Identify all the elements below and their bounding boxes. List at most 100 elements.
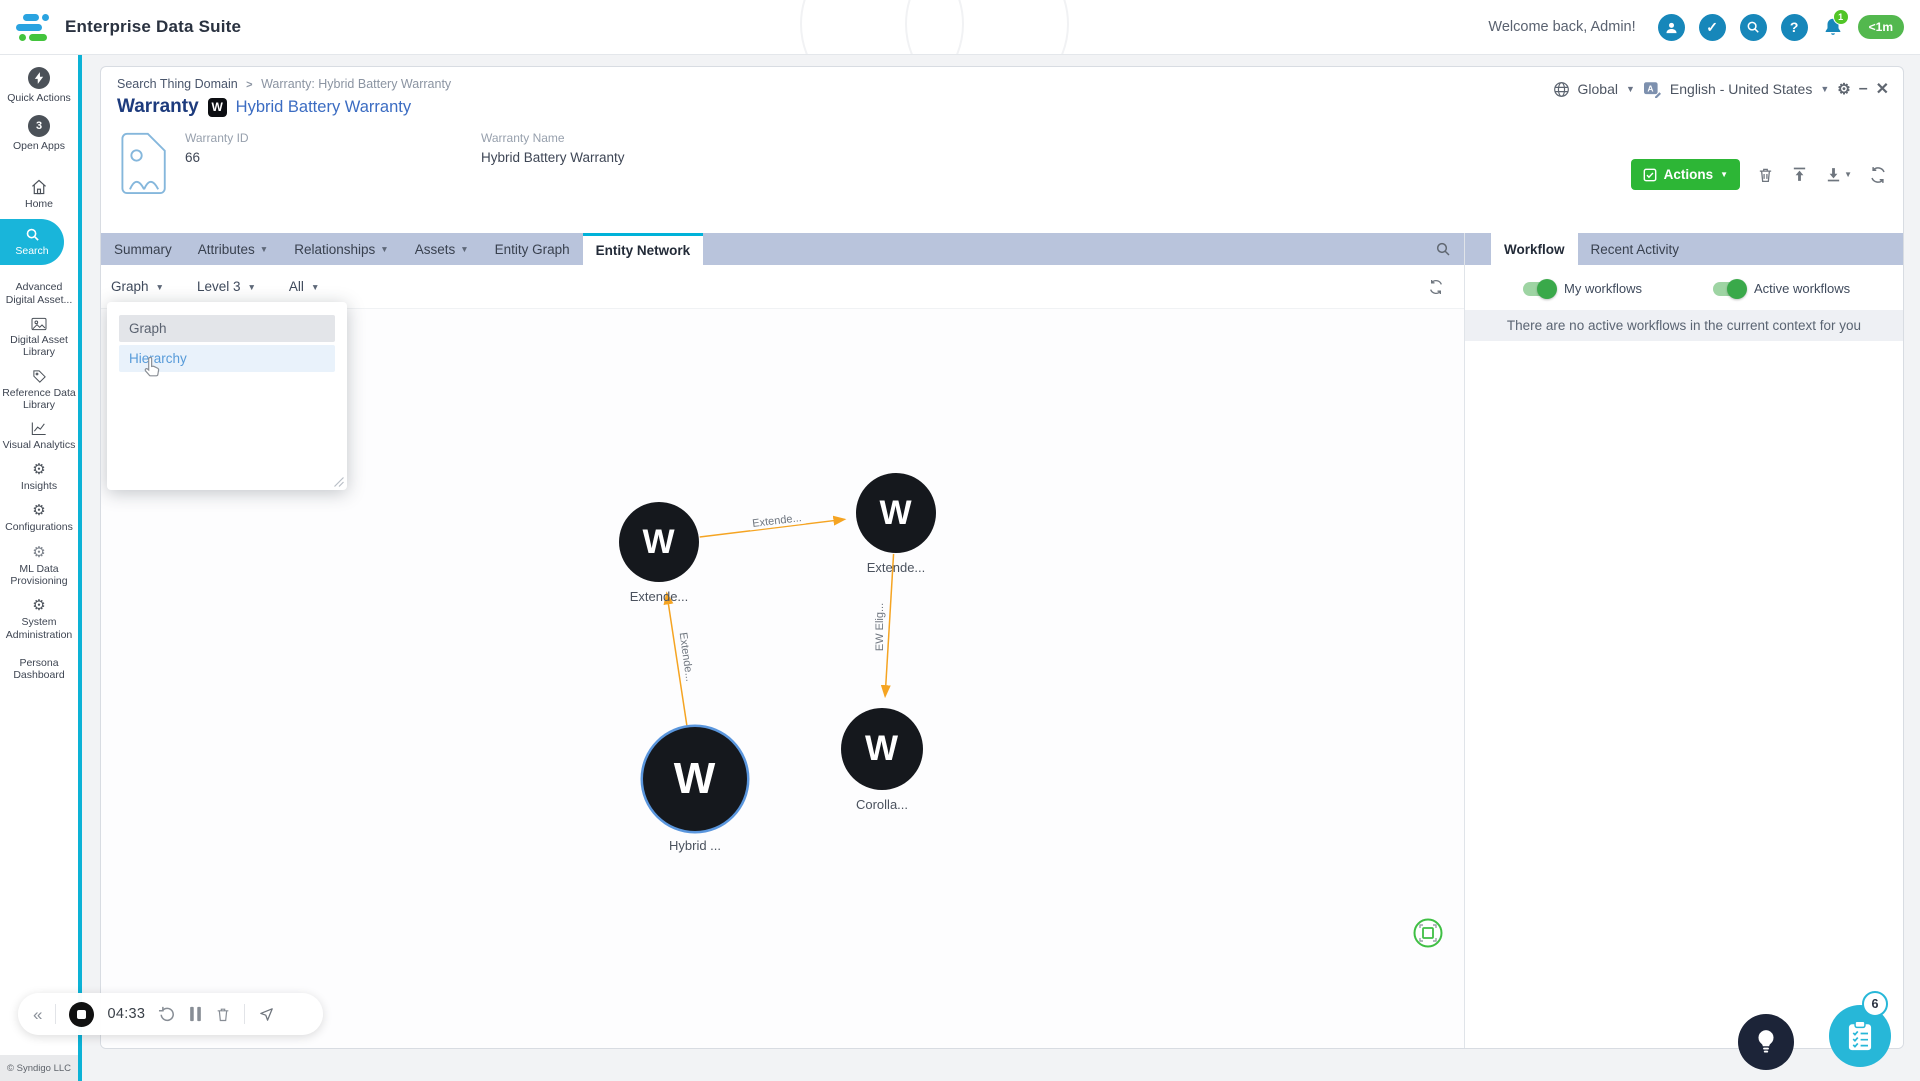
ideas-button[interactable] bbox=[1738, 1014, 1794, 1070]
settings-gear-icon[interactable]: ⚙ bbox=[1837, 81, 1851, 98]
copyright-footer: © Syndigo LLC bbox=[0, 1055, 78, 1081]
export-button[interactable] bbox=[1791, 166, 1808, 183]
menu-option-hierarchy[interactable]: Hierarchy bbox=[119, 345, 335, 372]
cursor-tool-button[interactable] bbox=[258, 1006, 275, 1023]
toggle-switch-on[interactable] bbox=[1713, 278, 1747, 299]
network-node[interactable]: W bbox=[841, 708, 923, 790]
tab-search-button[interactable] bbox=[1435, 241, 1451, 257]
left-sidebar: Quick Actions 3 Open Apps Home Search Ad… bbox=[0, 55, 78, 1081]
tab-summary[interactable]: Summary bbox=[114, 241, 172, 257]
entity-header: Search Thing Domain > Warranty: Hybrid B… bbox=[101, 67, 1903, 233]
region-selector[interactable]: Global bbox=[1577, 81, 1618, 97]
menu-option-graph[interactable]: Graph bbox=[119, 315, 335, 342]
sidebar-item-digital-asset-library[interactable]: Digital Asset Library bbox=[0, 317, 78, 359]
network-node[interactable]: W bbox=[856, 473, 936, 553]
stop-recording-button[interactable] bbox=[69, 1001, 95, 1027]
sidebar-item-insights[interactable]: ⚙ Insights bbox=[20, 460, 58, 492]
user-icon bbox=[1666, 22, 1677, 33]
lightning-icon bbox=[28, 67, 50, 89]
app-title: Enterprise Data Suite bbox=[65, 17, 242, 36]
image-placeholder-icon bbox=[121, 132, 166, 195]
level-dropdown[interactable]: Level 3▼ bbox=[196, 279, 256, 294]
question-icon: ? bbox=[1789, 19, 1799, 35]
network-node-label: Corolla... bbox=[855, 797, 909, 812]
import-button[interactable]: ▼ bbox=[1825, 166, 1852, 183]
app-logo[interactable] bbox=[16, 13, 49, 41]
active-workflows-toggle[interactable]: Active workflows bbox=[1713, 278, 1903, 299]
divider bbox=[244, 1004, 246, 1024]
actions-button[interactable]: Actions ▼ bbox=[1630, 159, 1741, 190]
approvals-button[interactable]: ✓ bbox=[1698, 13, 1726, 41]
my-workflows-toggle[interactable]: My workflows bbox=[1523, 278, 1713, 299]
notifications-button[interactable]: 1 bbox=[1822, 9, 1849, 39]
global-search-button[interactable] bbox=[1739, 13, 1767, 41]
language-selector[interactable]: English - United States bbox=[1669, 81, 1813, 97]
network-node[interactable]: W bbox=[619, 502, 699, 582]
pause-recording-button[interactable] bbox=[189, 1006, 202, 1022]
sidebar-item-advanced-digital-asset[interactable]: Advanced Digital Asset... bbox=[5, 281, 73, 306]
sidebar-item-system-administration[interactable]: ⚙ System Administration bbox=[5, 597, 73, 641]
sidebar-item-reference-data-library[interactable]: Reference Data Library bbox=[0, 369, 78, 412]
entity-name[interactable]: Hybrid Battery Warranty bbox=[235, 97, 412, 116]
field-warranty-id: Warranty ID 66 bbox=[185, 131, 249, 165]
tasks-count-badge: 6 bbox=[1862, 991, 1888, 1017]
sync-icon bbox=[1430, 279, 1442, 294]
close-icon[interactable]: ✕ bbox=[1875, 81, 1889, 98]
lightbulb-icon bbox=[1758, 1030, 1774, 1053]
toggle-switch-on[interactable] bbox=[1523, 278, 1557, 299]
chevron-down-icon[interactable]: ▼ bbox=[1820, 84, 1830, 94]
search-icon bbox=[1747, 21, 1759, 33]
edge-label: EW Elig... bbox=[874, 599, 886, 655]
refresh-network-button[interactable] bbox=[1428, 279, 1444, 295]
tab-recent-activity[interactable]: Recent Activity bbox=[1590, 241, 1680, 257]
chevron-down-icon[interactable]: ▼ bbox=[1625, 84, 1635, 94]
delete-recording-button[interactable] bbox=[215, 1006, 231, 1023]
view-mode-dropdown[interactable]: Graph▼ bbox=[111, 279, 164, 294]
recording-timer: 04:33 bbox=[107, 1006, 146, 1022]
tab-assets[interactable]: Assets▼ bbox=[414, 241, 469, 257]
check-icon: ✓ bbox=[1706, 18, 1718, 35]
svg-text:A: A bbox=[1647, 83, 1653, 93]
upload-icon bbox=[1793, 167, 1806, 181]
delete-entity-button[interactable] bbox=[1757, 166, 1774, 184]
collapse-recorder-button[interactable]: « bbox=[33, 1004, 43, 1024]
tab-attributes[interactable]: Attributes▼ bbox=[197, 241, 269, 257]
session-timer-pill[interactable]: <1m bbox=[1857, 15, 1904, 39]
search-icon bbox=[26, 228, 39, 241]
minimize-icon[interactable]: – bbox=[1858, 80, 1868, 97]
restart-icon bbox=[159, 1006, 175, 1022]
image-icon bbox=[31, 317, 47, 331]
breadcrumb-root[interactable]: Search Thing Domain bbox=[117, 77, 238, 91]
sidebar-item-visual-analytics[interactable]: Visual Analytics bbox=[3, 421, 75, 451]
sidebar-item-persona-dashboard[interactable]: Persona Dashboard bbox=[13, 657, 65, 682]
user-avatar[interactable] bbox=[1657, 13, 1685, 41]
tab-relationships[interactable]: Relationships▼ bbox=[294, 241, 389, 257]
workflow-panel-tabs: Workflow Recent Activity bbox=[1465, 233, 1903, 265]
chevron-down-icon: ▼ bbox=[1720, 170, 1729, 179]
network-node[interactable]: W bbox=[643, 727, 747, 831]
chevron-down-icon: ▼ bbox=[310, 281, 320, 292]
tab-entity-graph[interactable]: Entity Graph bbox=[494, 241, 570, 257]
network-node-label: Hybrid ... bbox=[668, 838, 722, 853]
restart-recording-button[interactable] bbox=[158, 1005, 176, 1023]
help-button[interactable]: ? bbox=[1780, 13, 1808, 41]
notification-count-badge: 1 bbox=[1832, 9, 1849, 25]
refresh-entity-button[interactable] bbox=[1869, 166, 1887, 184]
network-node-label: Extende... bbox=[866, 560, 926, 575]
header-decoration-circle bbox=[905, 0, 1069, 54]
filter-dropdown[interactable]: All▼ bbox=[288, 279, 320, 294]
chevron-down-icon: ▼ bbox=[259, 244, 269, 254]
workflow-panel: Workflow Recent Activity My workflows Ac… bbox=[1465, 233, 1903, 1048]
sidebar-item-home[interactable]: Home bbox=[25, 179, 53, 210]
sidebar-item-quick-actions[interactable]: Quick Actions bbox=[7, 67, 71, 104]
tab-entity-network[interactable]: Entity Network bbox=[582, 233, 704, 265]
tab-workflow[interactable]: Workflow bbox=[1491, 233, 1578, 265]
sidebar-item-ml-data-provisioning[interactable]: ⚙ ML Data Provisioning bbox=[10, 543, 68, 587]
fit-to-screen-button[interactable] bbox=[1413, 918, 1443, 948]
resize-handle[interactable] bbox=[333, 476, 344, 487]
trash-icon bbox=[1759, 168, 1772, 182]
sidebar-item-open-apps[interactable]: 3 Open Apps bbox=[13, 115, 65, 152]
entity-type-badge: W bbox=[207, 97, 227, 117]
sidebar-item-configurations[interactable]: ⚙ Configurations bbox=[5, 502, 73, 534]
sidebar-item-search-active[interactable]: Search bbox=[0, 219, 64, 266]
